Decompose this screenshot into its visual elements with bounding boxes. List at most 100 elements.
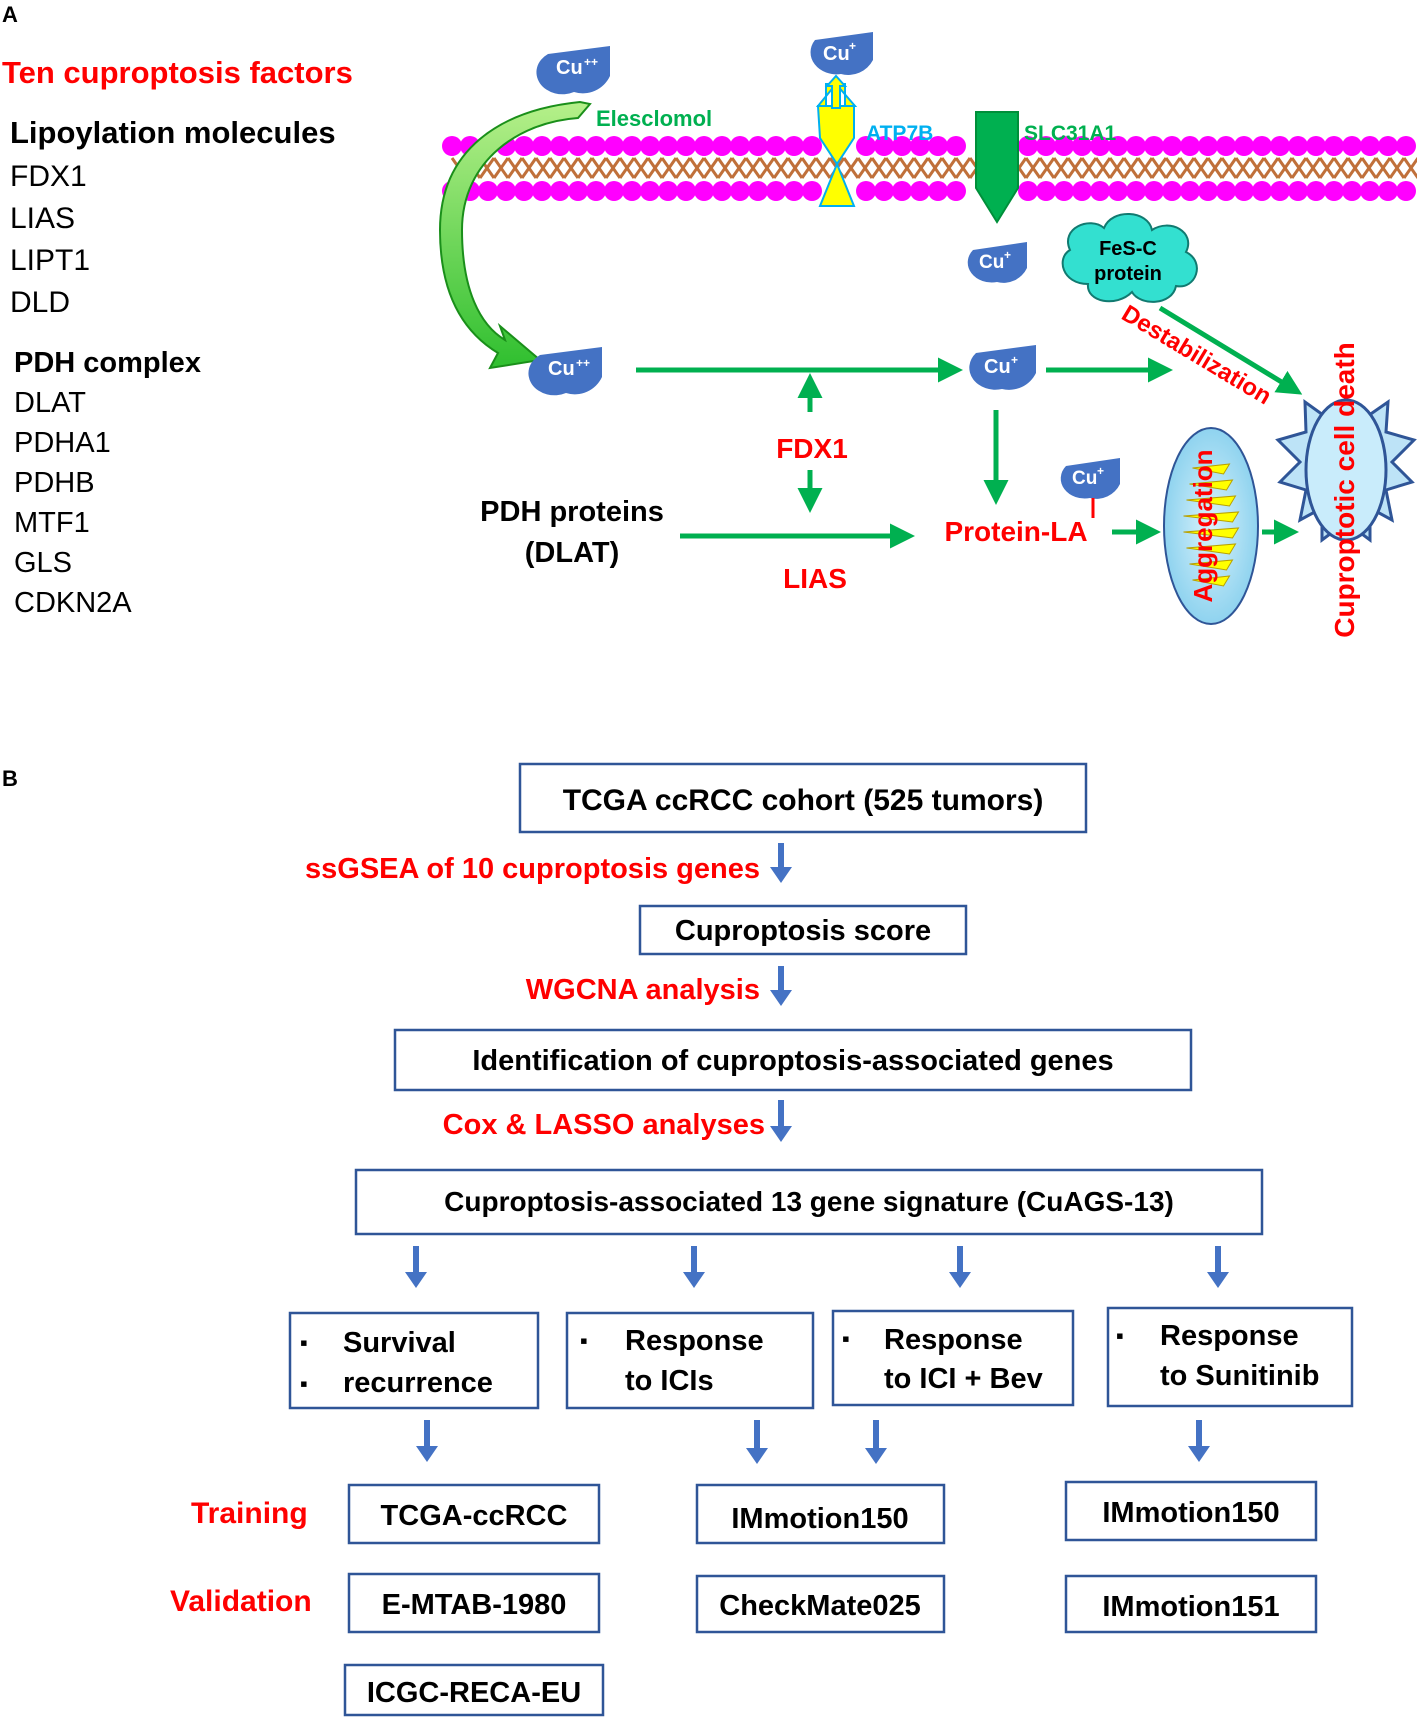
lipid-tail	[1024, 157, 1042, 179]
pdh-gene: PDHA1	[14, 427, 111, 459]
score-box	[638, 904, 968, 956]
outcome-survival-line1: Survival	[343, 1327, 456, 1359]
copper-ion-cu1-inside: Cu +	[967, 242, 1027, 283]
lipid-head	[874, 136, 894, 156]
lipid-head	[748, 136, 768, 156]
lipid-tail	[954, 157, 972, 179]
lipid-tail	[926, 157, 944, 179]
lipid-tail	[492, 157, 510, 179]
lipid-head	[1324, 181, 1344, 201]
lipid-tail	[478, 157, 496, 179]
lipid-tail	[1108, 157, 1126, 179]
lipid-tail	[1304, 157, 1322, 179]
destabilization-label: Destabilization	[1117, 300, 1276, 410]
copper-ion-cu1-bound: Cu +	[1060, 458, 1120, 499]
blue-arrow-head	[770, 990, 792, 1006]
lipid-head	[892, 181, 912, 201]
pdh-gene: MTF1	[14, 507, 90, 539]
aggregation-mitochondrion: Aggregation	[1163, 427, 1259, 625]
lipid-head	[694, 181, 714, 201]
lipid-head	[676, 181, 696, 201]
lipid-head	[802, 136, 822, 156]
crista	[1192, 463, 1231, 475]
lipid-head	[1144, 181, 1164, 201]
svg-text:+: +	[849, 39, 856, 53]
lipid-tail	[786, 157, 804, 179]
lipid-head	[640, 136, 660, 156]
validation-label: Validation	[170, 1585, 312, 1618]
cell-death-label: Cuproptotic cell death	[1329, 342, 1360, 638]
lipid-tail	[1360, 157, 1378, 179]
dataset-box-emtab	[347, 1572, 601, 1634]
lipid-head	[1288, 181, 1308, 201]
dataset-immotion151: IMmotion151	[1102, 1591, 1279, 1623]
lipid-head	[658, 181, 678, 201]
crista	[1183, 511, 1240, 523]
atp7b-transporter	[815, 74, 858, 207]
lipid-head	[928, 181, 948, 201]
lipid-tail	[1346, 157, 1364, 179]
lipoylation-heading: Lipoylation molecules	[10, 115, 336, 150]
lipid-head	[784, 136, 804, 156]
dataset-box-icgc	[343, 1663, 605, 1717]
lipid-tail	[1192, 157, 1210, 179]
blue-arrow-head	[949, 1272, 971, 1288]
outcome-ici-bev-line1: Response	[884, 1324, 1023, 1356]
lipid-head	[748, 181, 768, 201]
lipid-head	[1180, 136, 1200, 156]
lipid-tail	[1122, 157, 1140, 179]
bullet-icon: ▪	[300, 1330, 308, 1355]
lipid-head	[1036, 136, 1056, 156]
lipid-tail	[744, 157, 762, 179]
svg-text:++: ++	[576, 356, 590, 370]
svg-text:Cu: Cu	[984, 356, 1011, 378]
crista	[1192, 575, 1231, 587]
dataset-box-tcga	[347, 1483, 601, 1545]
panel-a-label: A	[2, 2, 18, 27]
lipid-tail	[1290, 157, 1308, 179]
lipid-head	[856, 181, 876, 201]
lipid-head	[568, 181, 588, 201]
lipid-tail	[1388, 157, 1406, 179]
lipid-tail	[534, 157, 552, 179]
flow-down-arrows	[405, 843, 1229, 1464]
crista	[1189, 559, 1234, 571]
outcome-box-sunitinib	[1106, 1306, 1354, 1408]
blue-arrow-head	[746, 1448, 768, 1464]
step-wgcna-label: WGCNA analysis	[526, 974, 760, 1006]
crista	[1183, 527, 1240, 539]
signature-box	[354, 1168, 1264, 1236]
lipid-tail	[800, 157, 818, 179]
lipid-head	[1396, 136, 1416, 156]
blue-arrow-head	[405, 1272, 427, 1288]
lipid-head	[802, 181, 822, 201]
lipid-head	[496, 181, 516, 201]
lipid-head	[766, 136, 786, 156]
crista	[1186, 495, 1237, 507]
protein-la-label: Protein-LA	[944, 516, 1087, 547]
svg-text:+: +	[1011, 353, 1018, 367]
blue-arrow-head	[865, 1448, 887, 1464]
elesclomol-curved-arrow	[438, 100, 592, 370]
lipid-tail	[702, 157, 720, 179]
lipid-head	[1324, 136, 1344, 156]
lipoylation-gene: LIPT1	[10, 244, 90, 277]
lipid-tail	[1332, 157, 1350, 179]
step-ssgsea-label: ssGSEA of 10 cuproptosis genes	[305, 853, 760, 885]
lipid-tail	[1164, 157, 1182, 179]
lipid-head	[514, 181, 534, 201]
lipid-head	[766, 181, 786, 201]
lipid-tail	[772, 157, 790, 179]
lipid-tail	[646, 157, 664, 179]
lipid-head	[622, 181, 642, 201]
lipid-tail	[856, 157, 874, 179]
panel-b-label: B	[2, 766, 18, 791]
lipid-head	[478, 181, 498, 201]
pathway-arrows	[636, 305, 1303, 549]
lipid-head	[1396, 181, 1416, 201]
svg-text:+: +	[1097, 464, 1104, 478]
copper-ion-cu1-top: Cu +	[810, 32, 873, 75]
outcome-ici-bev-line2: to ICI + Bev	[884, 1363, 1043, 1395]
blue-arrow-head	[416, 1446, 438, 1462]
lipid-head	[874, 181, 894, 201]
